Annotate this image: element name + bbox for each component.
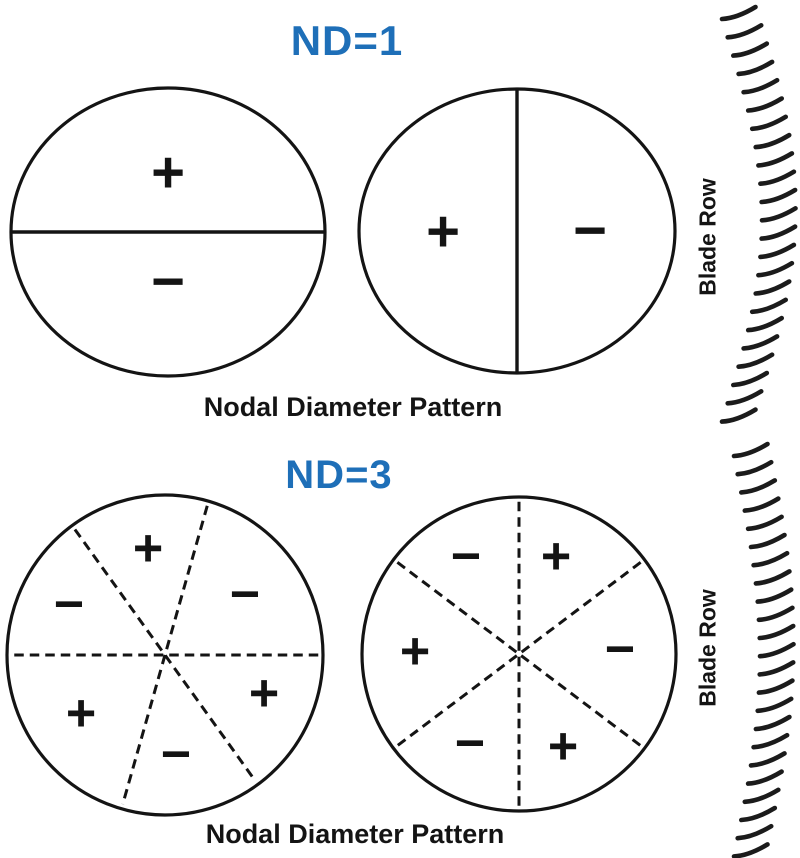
blade-shape [756,260,795,278]
blade-shape [759,224,798,241]
blade-shape [753,714,792,732]
blade-shape [749,114,789,132]
sign-label: − [451,528,481,586]
node-line [73,528,257,782]
blade-shape [719,4,758,22]
sign-label: + [400,623,430,681]
blade-shape [730,370,770,388]
sign-label: + [426,199,460,264]
blade-shape [738,478,778,495]
blade-shape [757,641,796,659]
blade-shape [719,407,758,424]
sign-label: − [151,249,185,314]
sign-label: − [161,726,191,784]
nd3-title: ND=3 [285,453,393,497]
blade-shape [759,206,798,223]
node-line [396,561,642,747]
sign-label: − [573,198,607,263]
blade-shape [753,569,792,586]
sign-label: + [249,665,279,723]
blade-shape [753,132,792,150]
nodal-circle [360,495,678,813]
blade-shape [753,279,792,296]
blade-shape [755,696,794,714]
blade-shape [745,315,785,333]
sign-label: + [541,528,571,586]
blade-shape [742,787,781,805]
blade-shape [735,459,774,477]
blade-row-label-top: Blade Row [694,178,721,296]
blade-shape [725,388,764,406]
nodal-diameter-caption-bottom: Nodal Diameter Pattern [205,819,505,849]
blade-shape [758,169,797,186]
blade-shape [748,532,787,550]
blade-shape [731,441,770,459]
blade-shape [731,842,770,858]
blade-shape [741,334,780,351]
blade-shape [757,660,796,677]
blade-shape [749,297,789,315]
blade-shape [738,805,778,823]
blade-shape [756,605,795,623]
blade-shape [745,769,784,786]
blade-shape [756,678,795,695]
nodal-diameter-caption-top: Nodal Diameter Pattern [203,392,503,422]
sign-label: − [230,566,260,624]
node-line [396,561,642,747]
blade-shape [735,823,774,841]
blade-shape [745,96,785,113]
blade-shape [736,59,775,77]
sign-label: + [151,140,185,205]
blade-shape [756,151,795,168]
blade-shape [742,496,781,513]
blade-shape [730,41,770,58]
blade-shape [748,751,787,768]
blade-shape [725,22,764,40]
sign-label: + [548,718,578,776]
blade-shape [755,587,794,604]
nodal-circle [5,493,325,817]
blade-shape [759,187,798,205]
blade-shape [751,550,790,568]
node-line [121,505,209,805]
blade-shape [736,352,775,370]
sign-label: − [605,621,635,679]
sign-label: − [455,715,485,773]
blade-shape [758,242,797,260]
blade-shape [757,623,796,641]
blade-shape [741,77,780,95]
nd1-title: ND=1 [290,17,404,64]
blade-shape [751,732,790,750]
blade-row-label-bottom: Blade Row [694,589,721,707]
blade-shape [745,514,784,532]
sign-label: + [133,520,163,578]
sign-label: − [54,576,84,634]
sign-label: + [66,685,96,743]
